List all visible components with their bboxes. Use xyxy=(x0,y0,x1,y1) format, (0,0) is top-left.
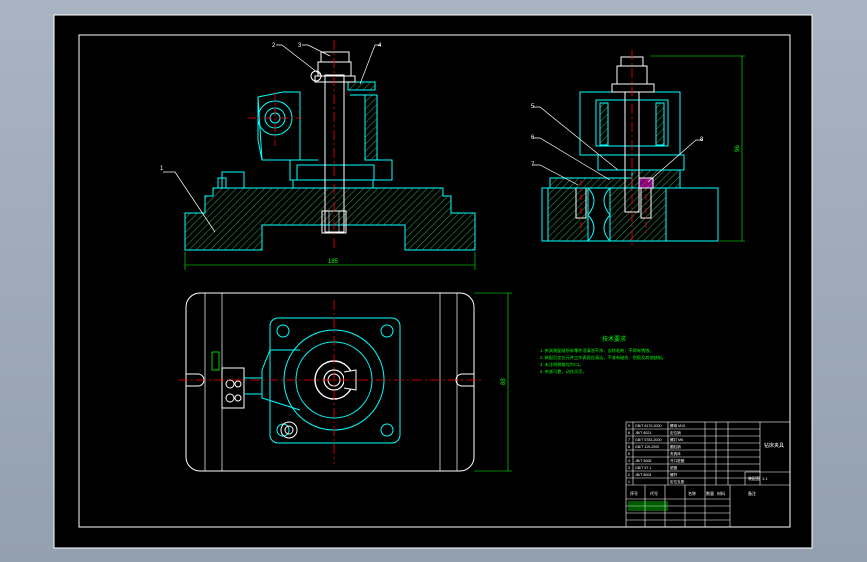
part-no: 1 xyxy=(628,480,630,484)
part-name: 螺母 M10 xyxy=(670,423,685,428)
tech-requirements-title: 技术要求 xyxy=(602,335,626,343)
part-name: 垫圈 xyxy=(670,465,678,470)
side-view: 5 6 7 8 96 xyxy=(531,50,745,245)
part-code: GB/T 5783-2000 xyxy=(635,438,662,442)
side-height-dimension: 96 xyxy=(735,145,741,152)
part-name: 螺杆 xyxy=(670,472,678,477)
scale: 1:1 xyxy=(762,476,768,481)
callout-7: 7 xyxy=(531,162,535,168)
drawing-border xyxy=(78,34,791,528)
technical-requirements: 技术要求 1. 夹具装配前所有零件须清洗干净，去除毛刺，不得有锈蚀。 2. 装配… xyxy=(540,335,666,375)
part-name: 螺钉 M6 xyxy=(670,437,683,442)
part-code: JB/T 8021 xyxy=(635,431,651,435)
part-name: 开口垫圈 xyxy=(670,458,685,463)
part-no: 2 xyxy=(628,473,630,477)
callout-3: 3 xyxy=(298,43,302,49)
part-name: 夹具体 xyxy=(670,451,681,456)
top-view: 88 xyxy=(178,292,512,472)
header-no: 序号 xyxy=(630,490,638,496)
part-name: 圆柱销 xyxy=(670,444,681,449)
part-code: JB/T 8004 xyxy=(635,473,651,477)
part-code: GB/T 6170-2000 xyxy=(635,424,662,428)
part-name: 定位支座 xyxy=(670,479,685,484)
part-no: 3 xyxy=(628,466,630,470)
header-qty: 数量 xyxy=(706,490,714,496)
part-no: 6 xyxy=(628,445,630,449)
title-block xyxy=(625,421,791,528)
front-width-dimension: 185 xyxy=(328,259,339,265)
drawing-paper xyxy=(53,14,813,549)
part-no: 9 xyxy=(628,424,630,428)
part-no: 7 xyxy=(628,438,630,442)
title-block-text: 9 GB/T 6170-2000 螺母 M10 8 JB/T 8021 定位销 … xyxy=(628,423,784,496)
tech-requirement-line: 2. 装配后定位元件工作表面应清洁，不准有碰伤、划痕及其他缺陷。 xyxy=(540,354,666,361)
part-code: JB/T 8008 xyxy=(635,459,651,463)
header-name: 名称 xyxy=(688,490,696,496)
callout-6: 6 xyxy=(531,135,535,141)
front-view: 1 2 3 4 185 xyxy=(160,40,476,270)
callout-4: 4 xyxy=(378,43,382,49)
part-code: GB/T 119-2000 xyxy=(635,445,659,449)
part-name: 定位销 xyxy=(670,430,681,435)
company: 装配图 xyxy=(748,475,760,481)
part-no: 8 xyxy=(628,431,630,435)
part-no: 4 xyxy=(628,459,630,463)
callout-2: 2 xyxy=(272,43,276,49)
header-code: 代号 xyxy=(650,490,658,496)
top-height-dimension: 88 xyxy=(501,378,507,385)
header-remark: 备注 xyxy=(748,490,756,496)
part-no: 5 xyxy=(628,452,630,456)
tech-requirement-line: 4. 夹紧可靠，动作灵活。 xyxy=(540,368,587,375)
part-code: GB/T 97.1 xyxy=(635,466,651,470)
tech-requirement-line: 3. 未注明倒角均为C1。 xyxy=(540,361,584,368)
drawing-name: 钻床夹具 xyxy=(764,442,784,449)
header-material: 材料 xyxy=(717,490,725,496)
tech-requirement-line: 1. 夹具装配前所有零件须清洗干净，去除毛刺，不得有锈蚀。 xyxy=(540,347,654,354)
callout-1: 1 xyxy=(160,166,164,172)
callout-5: 5 xyxy=(531,104,535,110)
callout-8: 8 xyxy=(700,137,704,143)
